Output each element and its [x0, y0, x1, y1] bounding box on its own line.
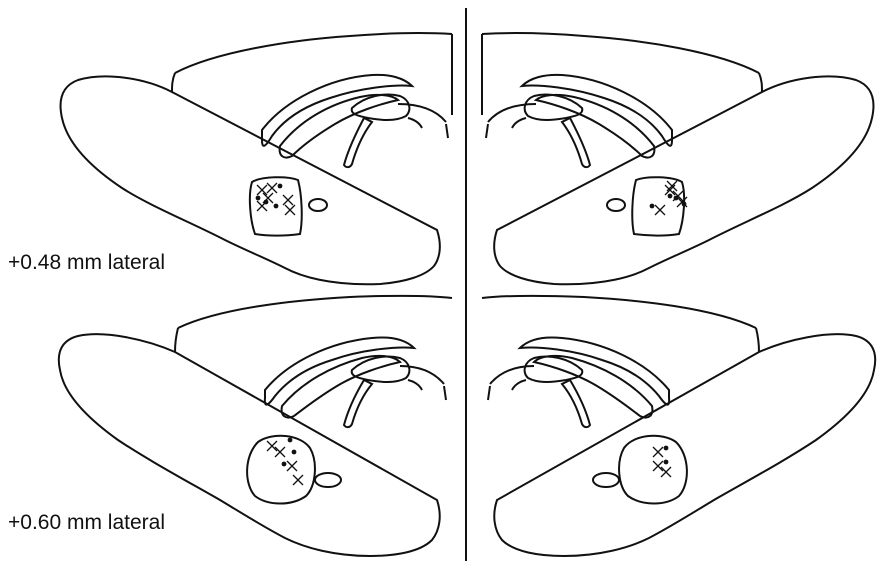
- lateral-label-bottom: +0.60 mm lateral: [8, 511, 165, 535]
- section-top-right: [482, 33, 873, 284]
- section-bottom-right: [482, 296, 875, 556]
- recording-sites-bottom-right: [653, 446, 671, 477]
- recording-sites-top-left: [256, 183, 295, 215]
- recording-sites-bottom-left: [267, 438, 303, 485]
- section-top-left: [61, 33, 452, 284]
- recording-sites-top-right: [650, 181, 687, 215]
- lateral-label-top: +0.48 mm lateral: [8, 251, 165, 275]
